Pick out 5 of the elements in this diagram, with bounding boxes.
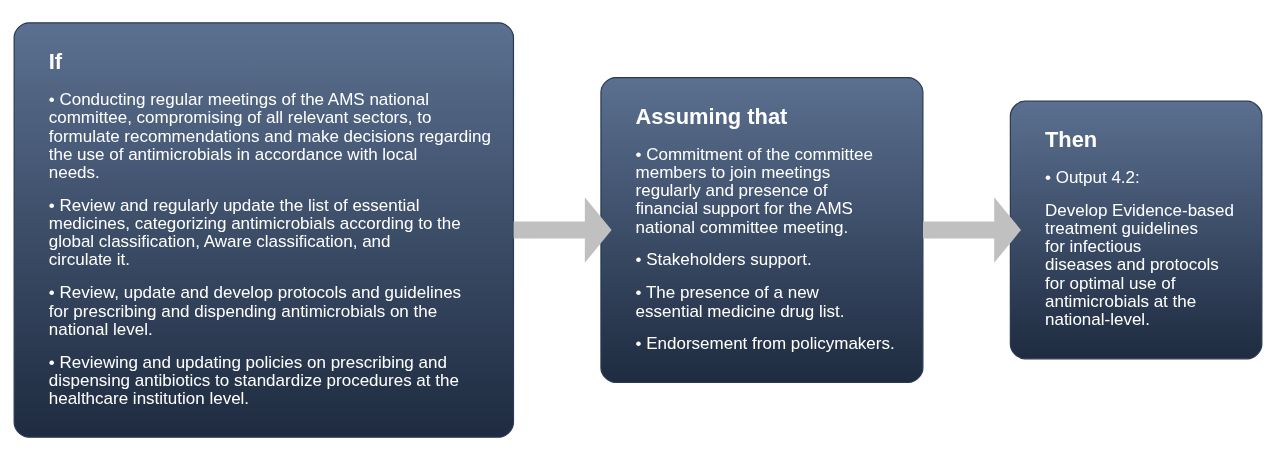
arrow (513, 196, 612, 263)
arrow (922, 196, 1021, 263)
node-box: If • Conducting regular meetings of the AMS national committee, compromising of all relevant sectors, to formulate recommendations and make decisions regarding the use of antimicrobials in accordance with local needs. • Review and regularly update the list of essential medicines, categorizing antimicrobials according to the global classification, Aware classification, and circulate it. • Review, update and develop protocols and guidelines for prescribing and dispending antimicrobials on the national level. • Reviewing and updating policies on prescribing and dispensing antibiotics to standardize procedures at the healthcare institution level. (13, 21, 515, 438)
node-box: Then • Output 4.2: Develop Evidence-based treatment guidelines for infectious diseases and protocols for optimal use of antimicrobials at the national-level. (1009, 100, 1263, 359)
node-box: Assuming that • Commitment of the committee members to join meetings regularly and presence of financial support for the AMS national committee meeting. • Stakeholders support. • The presence of a new essential medicine drug list. • Endorsement from policymakers. (600, 76, 924, 383)
